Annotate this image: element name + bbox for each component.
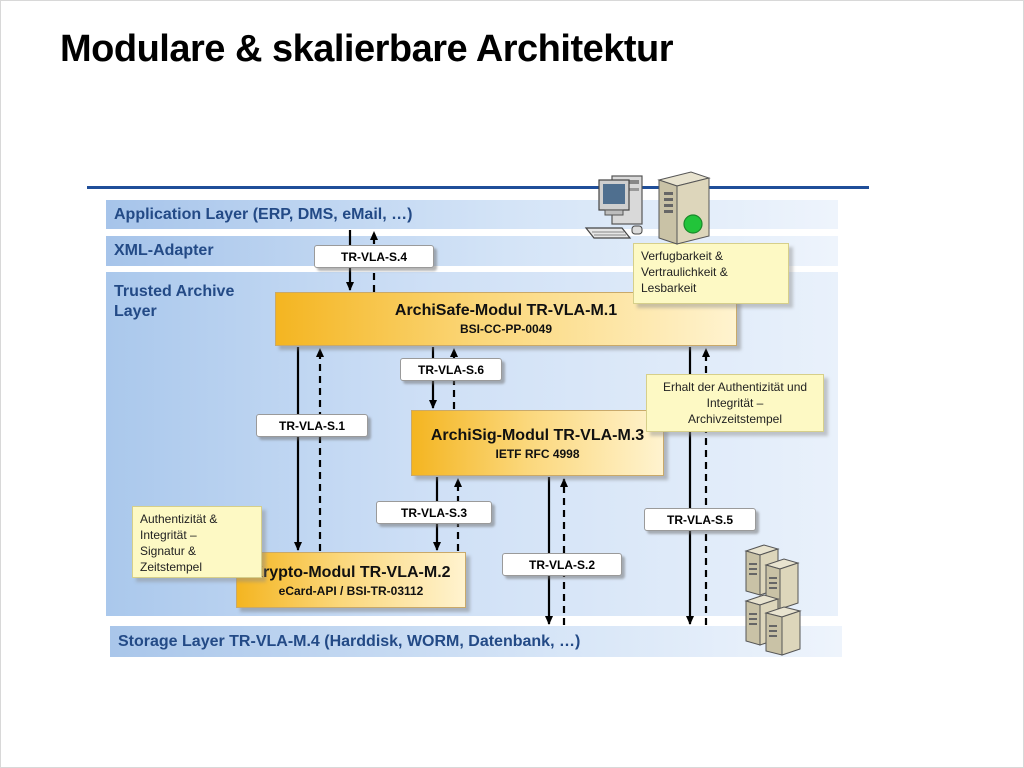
archisig-module: ArchiSig-Modul TR-VLA-M.3 IETF RFC 4998 — [411, 410, 664, 476]
krypto-module-title: Krypto-Modul TR-VLA-M.2 — [251, 564, 451, 581]
archisafe-module-subtitle: BSI-CC-PP-0049 — [459, 322, 553, 336]
krypto-module-subtitle: eCard-API / BSI-TR-03112 — [278, 584, 424, 598]
krypto-module: Krypto-Modul TR-VLA-M.2 eCard-API / BSI-… — [236, 552, 466, 608]
interface-s6: TR-VLA-S.6 — [400, 358, 502, 381]
page-title: Modulare & skalierbare Architektur — [60, 28, 674, 70]
note-authenticity-signature: Authentizität & Integrität – Signatur & … — [132, 506, 262, 578]
interface-s4: TR-VLA-S.4 — [314, 245, 434, 268]
header-divider — [87, 186, 869, 189]
interface-s2: TR-VLA-S.2 — [502, 553, 622, 576]
workstation-icon — [584, 175, 643, 239]
archisig-module-subtitle: IETF RFC 4998 — [495, 447, 580, 461]
interface-s5: TR-VLA-S.5 — [644, 508, 756, 531]
note-authenticity-preservation: Erhalt der Authentizität und Integrität … — [646, 374, 824, 432]
application-layer: Application Layer (ERP, DMS, eMail, …) — [106, 200, 838, 229]
archisafe-module-title: ArchiSafe-Modul TR-VLA-M.1 — [394, 302, 618, 319]
note-availability: Verfugbarkeit & Vertraulichkeit & Lesbar… — [633, 243, 789, 304]
server-cluster-icon — [744, 544, 802, 656]
trusted-archive-label: Trusted Archive Layer — [114, 283, 235, 320]
storage-layer: Storage Layer TR-VLA-M.4 (Harddisk, WORM… — [110, 626, 842, 657]
status-indicator — [683, 214, 703, 234]
interface-s1: TR-VLA-S.1 — [256, 414, 368, 437]
server-icon — [657, 171, 711, 245]
interface-s3: TR-VLA-S.3 — [376, 501, 492, 524]
archisig-module-title: ArchiSig-Modul TR-VLA-M.3 — [430, 427, 645, 444]
